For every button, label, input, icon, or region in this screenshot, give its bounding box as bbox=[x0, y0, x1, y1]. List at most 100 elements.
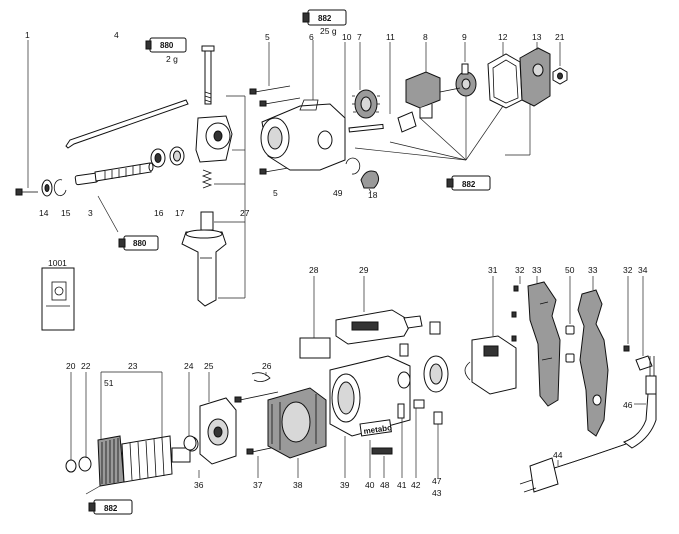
label-5b: 5 bbox=[273, 188, 278, 198]
label-4: 4 bbox=[114, 30, 119, 40]
label-20: 20 bbox=[66, 361, 76, 371]
grease-tube-880-mid: 880 bbox=[97, 195, 159, 251]
label-48: 48 bbox=[380, 480, 390, 490]
grease-tube-882-top: 882 bbox=[302, 9, 347, 26]
label-33b: 33 bbox=[588, 265, 598, 275]
part-1001-label-plate bbox=[41, 267, 75, 331]
part-12-gasket bbox=[487, 42, 523, 109]
part-44-plug bbox=[519, 457, 559, 493]
label-23: 23 bbox=[128, 361, 138, 371]
label-31: 31 bbox=[488, 265, 498, 275]
part-50-pin bbox=[565, 276, 575, 363]
part-48-plate bbox=[371, 447, 393, 478]
part-33-handle-left bbox=[527, 276, 561, 407]
part-23-armature bbox=[65, 371, 199, 487]
grease-tube-label: 882 bbox=[462, 180, 476, 189]
part-39-motor-housing bbox=[329, 355, 411, 478]
label-15: 15 bbox=[61, 208, 71, 218]
label-13: 13 bbox=[532, 32, 542, 42]
part-31-switch bbox=[464, 276, 517, 395]
label-8: 8 bbox=[423, 32, 428, 42]
label-50: 50 bbox=[565, 265, 575, 275]
label-40: 40 bbox=[365, 480, 375, 490]
part-16-bearing bbox=[150, 148, 166, 168]
leader-lines-grease-882 bbox=[354, 96, 531, 161]
grease-tube-882-bottom: 882 bbox=[85, 485, 133, 515]
label-1001: 1001 bbox=[48, 258, 67, 268]
grease-tube-882-mid: 882 bbox=[446, 175, 491, 191]
part-21-nut bbox=[552, 42, 568, 85]
part-8-gear-selector bbox=[389, 42, 441, 133]
part-7-gear bbox=[352, 42, 380, 119]
part-3-spindle bbox=[74, 162, 154, 186]
part-15-circlip bbox=[53, 179, 67, 197]
label-32: 32 bbox=[515, 265, 525, 275]
brand-label-text: metabo bbox=[363, 423, 393, 436]
label-29: 29 bbox=[359, 265, 369, 275]
part-13-cover bbox=[519, 42, 551, 107]
label-47: 47 bbox=[432, 476, 442, 486]
label-9: 9 bbox=[462, 32, 467, 42]
part-32-screw-right bbox=[623, 276, 630, 352]
grease-tube-label: 880 bbox=[133, 239, 147, 248]
label-26: 26 bbox=[262, 361, 272, 371]
label-2g: 2 g bbox=[166, 54, 178, 64]
label-32b: 32 bbox=[623, 265, 633, 275]
label-49: 49 bbox=[333, 188, 343, 198]
part-27-side-handle bbox=[181, 45, 246, 307]
label-3: 3 bbox=[88, 208, 93, 218]
part-47-capacitor bbox=[423, 321, 449, 478]
label-7: 7 bbox=[357, 32, 362, 42]
grease-tube-label: 880 bbox=[160, 41, 174, 50]
part-41-brush-holder bbox=[397, 343, 409, 478]
label-36: 36 bbox=[194, 480, 204, 490]
label-5: 5 bbox=[265, 32, 270, 42]
label-51: 51 bbox=[104, 378, 114, 388]
label-14: 14 bbox=[39, 208, 49, 218]
grease-tube-label: 882 bbox=[104, 504, 118, 513]
part-17-bearing bbox=[169, 146, 185, 166]
label-46: 46 bbox=[623, 400, 633, 410]
part-38-stator bbox=[267, 387, 327, 478]
part-28-label bbox=[299, 276, 331, 359]
part-1-screw bbox=[15, 40, 38, 196]
label-37: 37 bbox=[253, 480, 263, 490]
label-28: 28 bbox=[309, 265, 319, 275]
part-29-switch-cover bbox=[335, 276, 423, 345]
label-42: 42 bbox=[411, 480, 421, 490]
label-34: 34 bbox=[638, 265, 648, 275]
part-9-shaft-gear bbox=[439, 42, 477, 97]
label-22: 22 bbox=[81, 361, 91, 371]
label-10: 10 bbox=[342, 32, 352, 42]
part-18-knob bbox=[360, 170, 380, 193]
label-25g: 25 g bbox=[320, 26, 337, 36]
label-21: 21 bbox=[555, 32, 565, 42]
label-27: 27 bbox=[240, 208, 250, 218]
label-43: 43 bbox=[432, 488, 442, 498]
label-1: 1 bbox=[25, 30, 30, 40]
part-40-brand-label: metabo bbox=[359, 419, 393, 478]
grease-tube-880-top: 880 bbox=[145, 37, 187, 53]
label-41: 41 bbox=[397, 480, 407, 490]
part-10-pin bbox=[344, 42, 384, 133]
part-26-wire bbox=[251, 372, 271, 382]
part-49-ring bbox=[345, 157, 361, 175]
grease-tube-label: 882 bbox=[318, 14, 332, 23]
part-33-handle-right bbox=[577, 276, 609, 437]
label-17: 17 bbox=[175, 208, 185, 218]
label-11: 11 bbox=[386, 32, 395, 42]
part-4-wire bbox=[65, 99, 189, 149]
label-12: 12 bbox=[498, 32, 508, 42]
label-33: 33 bbox=[532, 265, 542, 275]
label-25: 25 bbox=[204, 361, 214, 371]
label-18: 18 bbox=[368, 190, 378, 200]
part-34-clamp bbox=[635, 276, 653, 371]
label-39: 39 bbox=[340, 480, 350, 490]
label-44: 44 bbox=[553, 450, 563, 460]
label-6: 6 bbox=[309, 32, 314, 42]
part-14-washer bbox=[41, 179, 53, 197]
part-5-screws-top bbox=[249, 42, 301, 175]
part-25-bearing-flange bbox=[183, 372, 237, 478]
label-24: 24 bbox=[184, 361, 194, 371]
